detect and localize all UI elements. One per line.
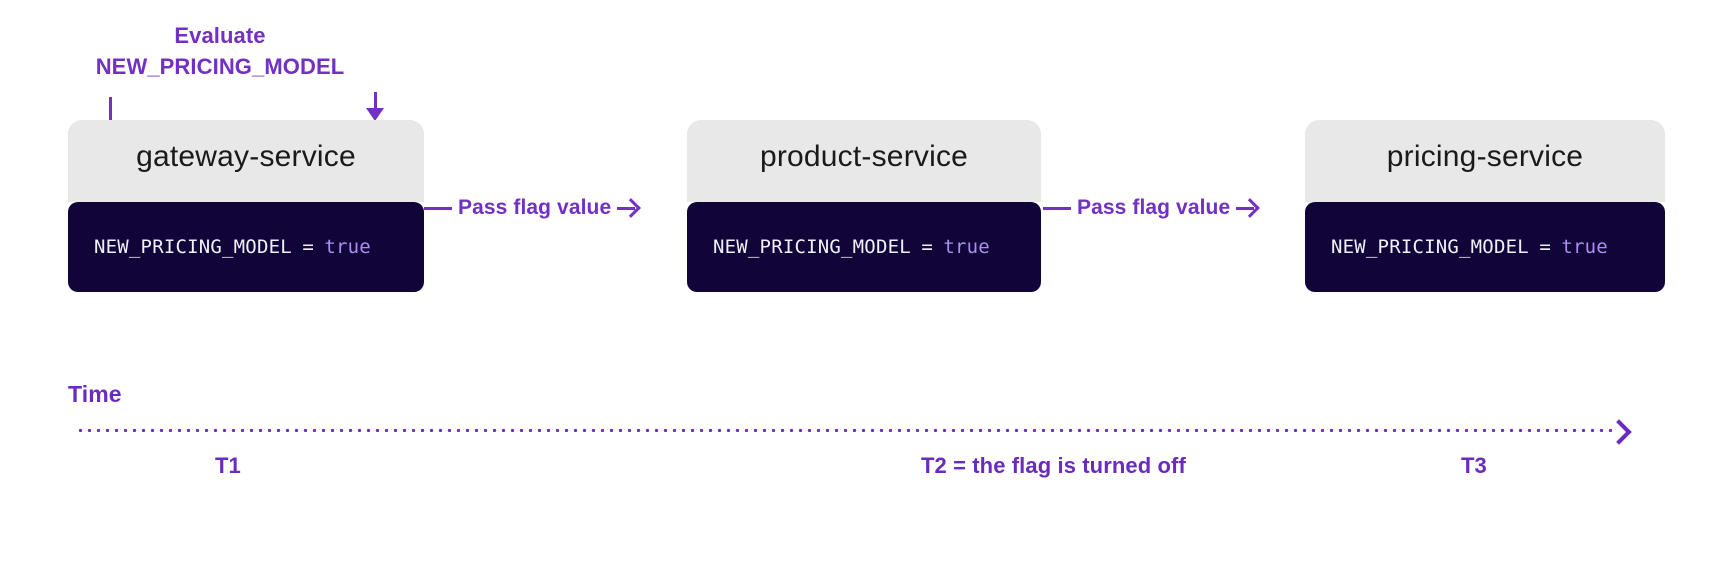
connector-label: Pass flag value	[1077, 196, 1231, 219]
connector-line	[424, 206, 452, 210]
timeline-arrow-right-icon	[1608, 419, 1632, 443]
evaluate-annotation: Evaluate NEW_PRICING_MODEL	[70, 20, 370, 82]
service-node-pricing-service: pricing-service NEW_PRICING_MODEL = true	[1305, 120, 1665, 292]
arrow-right-icon	[1236, 197, 1258, 219]
connector-product-to-pricing: Pass flag value	[1043, 193, 1258, 223]
timeline-tick-t3: T3	[1461, 453, 1487, 478]
flag-key: NEW_PRICING_MODEL	[713, 236, 911, 258]
service-node-gateway-service: gateway-service NEW_PRICING_MODEL = true	[68, 120, 424, 292]
timeline-title: Time	[68, 381, 122, 407]
connector-gateway-to-product: Pass flag value	[424, 193, 639, 223]
service-title-gateway-service: gateway-service	[68, 120, 424, 202]
flag-value: true	[324, 236, 371, 258]
flag-operator: =	[302, 236, 314, 258]
service-node-product-service: product-service NEW_PRICING_MODEL = true	[687, 120, 1041, 292]
service-flag-code-gateway-service: NEW_PRICING_MODEL = true	[68, 202, 424, 292]
evaluate-arrow-stem	[374, 92, 377, 116]
service-flag-code-product-service: NEW_PRICING_MODEL = true	[687, 202, 1041, 292]
evaluate-down-arrow-icon	[366, 108, 384, 121]
flag-operator: =	[1539, 236, 1551, 258]
flag-key: NEW_PRICING_MODEL	[94, 236, 292, 258]
arrow-right-icon	[617, 197, 639, 219]
timeline-tick-t2: T2 = the flag is turned off	[921, 453, 1186, 478]
service-title-pricing-service: pricing-service	[1305, 120, 1665, 202]
service-title-product-service: product-service	[687, 120, 1041, 202]
connector-label: Pass flag value	[458, 196, 612, 219]
flag-key: NEW_PRICING_MODEL	[1331, 236, 1529, 258]
evaluate-tick-line	[109, 97, 112, 121]
evaluate-annotation-line1: Evaluate	[174, 23, 266, 48]
flag-operator: =	[921, 236, 933, 258]
connector-line	[1043, 206, 1071, 210]
timeline-axis	[76, 428, 1613, 433]
flag-value: true	[1561, 236, 1608, 258]
service-flag-code-pricing-service: NEW_PRICING_MODEL = true	[1305, 202, 1665, 292]
evaluate-annotation-line2: NEW_PRICING_MODEL	[95, 54, 345, 80]
timeline-tick-t1: T1	[215, 453, 241, 478]
flag-value: true	[943, 236, 990, 258]
